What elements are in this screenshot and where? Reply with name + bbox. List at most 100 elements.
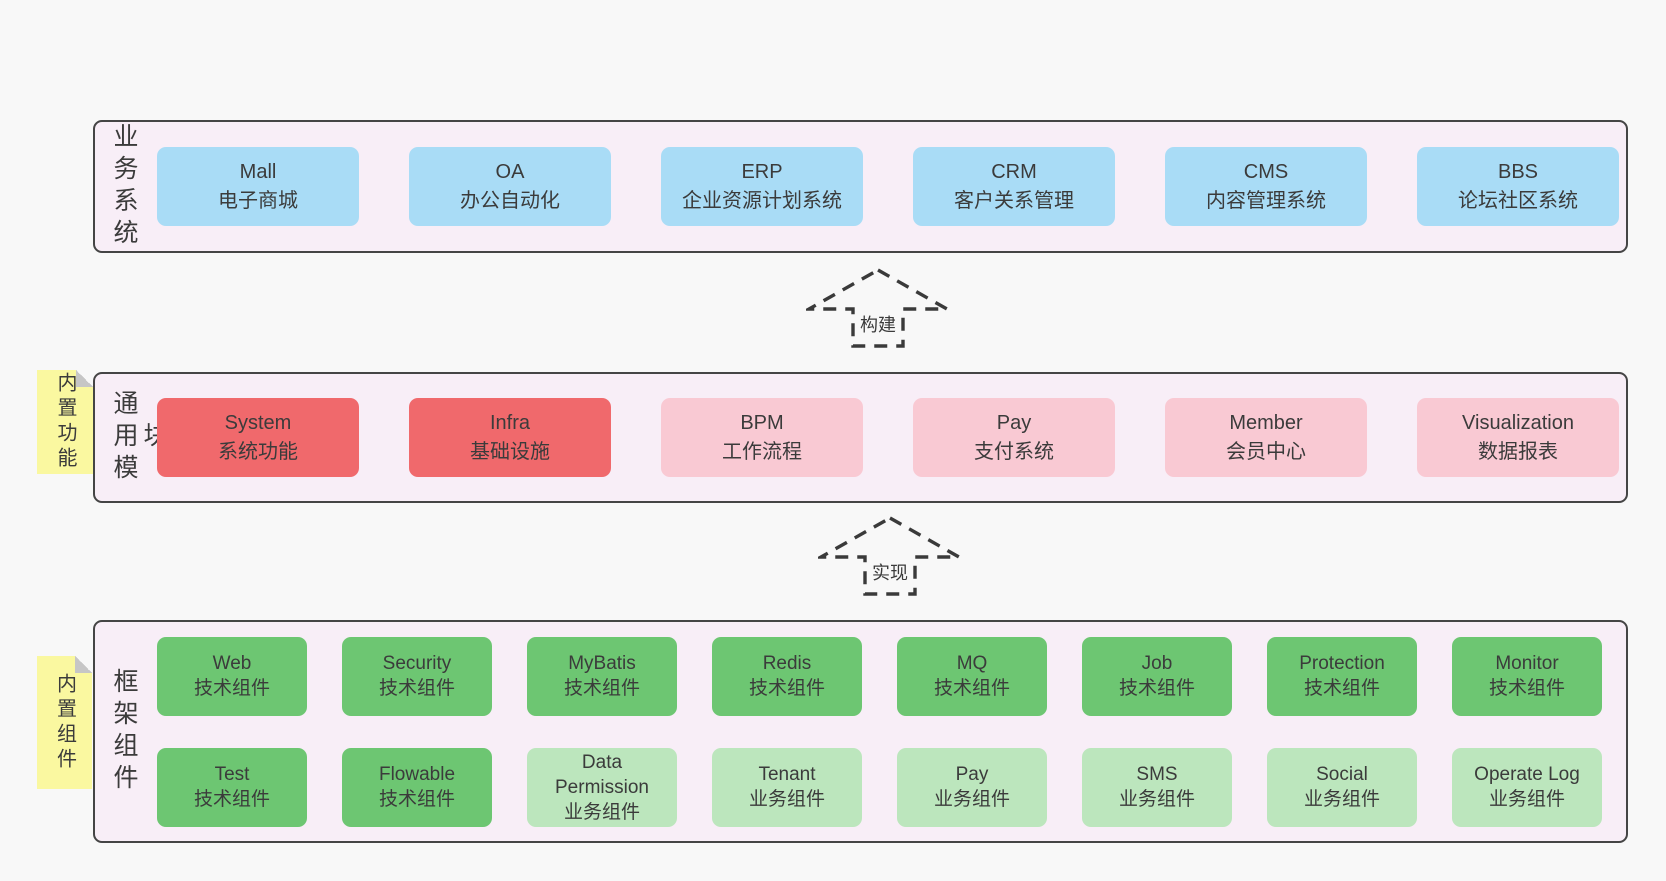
- box-en: Flowable: [378, 764, 456, 785]
- box-zh: 技术组件: [193, 678, 270, 699]
- box-zh: 技术组件: [748, 678, 825, 699]
- box-en: Visualization: [1462, 411, 1574, 434]
- box-en: Mall: [239, 160, 277, 183]
- sticky-note-builtin-features: 内置功能: [37, 370, 93, 474]
- box-test: Test 技术组件: [157, 747, 307, 827]
- box-zh: 客户关系管理: [954, 189, 1074, 212]
- framework-components-rows: Web 技术组件 Security 技术组件 MyBatis 技术组件 Redi…: [157, 636, 1602, 827]
- implement-arrow: 实现: [818, 515, 962, 597]
- box-en: System: [224, 411, 292, 434]
- box-redis: Redis 技术组件: [712, 636, 862, 716]
- box-erp: ERP 企业资源计划系统: [661, 147, 863, 226]
- common-modules-boxes: System 系统功能 Infra 基础设施 BPM 工作流程 Pay 支付系统…: [157, 398, 1619, 477]
- box-zh: 基础设施: [470, 440, 550, 463]
- box-zh: 业务组件: [748, 789, 825, 810]
- box-mall: Mall 电子商城: [157, 147, 359, 226]
- box-pay-system: Pay 支付系统: [913, 398, 1115, 477]
- box-operate-log: Operate Log 业务组件: [1452, 747, 1602, 827]
- box-job: Job 技术组件: [1082, 636, 1232, 716]
- box-zh: 系统功能: [218, 440, 298, 463]
- box-zh: 支付系统: [974, 440, 1054, 463]
- box-zh: 技术组件: [193, 789, 270, 810]
- box-zh: 办公自动化: [460, 189, 560, 212]
- box-en: CMS: [1243, 160, 1289, 183]
- box-crm: CRM 客户关系管理: [913, 147, 1115, 226]
- box-zh: 业务组件: [1488, 789, 1565, 810]
- box-security: Security 技术组件: [342, 636, 492, 716]
- band-label-framework-components: 框架组件: [110, 667, 138, 796]
- framework-row-2: Test 技术组件 Flowable 技术组件 Data Permission …: [157, 747, 1602, 827]
- box-system: System 系统功能: [157, 398, 359, 477]
- box-mq: MQ 技术组件: [897, 636, 1047, 716]
- folded-corner-icon: [75, 656, 92, 673]
- box-zh: 内容管理系统: [1206, 189, 1326, 212]
- box-zh: 电子商城: [218, 189, 298, 212]
- box-flowable: Flowable 技术组件: [342, 747, 492, 827]
- box-pay-component: Pay 业务组件: [897, 747, 1047, 827]
- box-en: Operate Log: [1474, 764, 1580, 785]
- box-zh: 业务组件: [933, 789, 1010, 810]
- box-zh: 技术组件: [1303, 678, 1380, 699]
- box-visualization: Visualization 数据报表: [1417, 398, 1619, 477]
- sticky-label: 内置功能: [54, 372, 76, 472]
- box-zh: 技术组件: [933, 678, 1010, 699]
- box-zh: 业务组件: [563, 801, 640, 823]
- box-zh: 论坛社区系统: [1458, 189, 1578, 212]
- box-en: Web: [212, 653, 252, 674]
- box-en: Test: [214, 764, 250, 785]
- box-en: BPM: [740, 411, 784, 434]
- box-zh: 技术组件: [1118, 678, 1195, 699]
- box-oa: OA 办公自动化: [409, 147, 611, 226]
- band-label-business-systems: 业务系统: [110, 122, 138, 251]
- box-protection: Protection 技术组件: [1267, 636, 1417, 716]
- box-social: Social 业务组件: [1267, 747, 1417, 827]
- build-arrow: 构建: [806, 267, 950, 349]
- box-en: Protection: [1299, 653, 1385, 674]
- box-en: Security: [382, 653, 452, 674]
- business-systems-band: 业务系统 Mall 电子商城 OA 办公自动化 ERP 企业资源计划系统 CRM…: [93, 120, 1628, 253]
- box-infra: Infra 基础设施: [409, 398, 611, 477]
- framework-row-1: Web 技术组件 Security 技术组件 MyBatis 技术组件 Redi…: [157, 636, 1602, 716]
- box-member: Member 会员中心: [1165, 398, 1367, 477]
- box-mybatis: MyBatis 技术组件: [527, 636, 677, 716]
- box-en: Pay: [955, 764, 989, 785]
- box-en: Job: [1141, 653, 1173, 674]
- box-web: Web 技术组件: [157, 636, 307, 716]
- box-en: ERP: [741, 160, 783, 183]
- box-zh: 数据报表: [1478, 440, 1558, 463]
- box-en: Data Permission: [555, 751, 649, 798]
- folded-corner-icon: [76, 370, 93, 387]
- sticky-label: 内置组件: [53, 672, 76, 773]
- band-label-common-modules: 通用模块: [110, 389, 168, 486]
- box-en: Pay: [996, 411, 1032, 434]
- box-en: MQ: [956, 653, 988, 674]
- box-zh: 会员中心: [1226, 440, 1306, 463]
- box-zh: 业务组件: [1303, 789, 1380, 810]
- box-data-permission: Data Permission 业务组件: [527, 747, 677, 827]
- framework-components-band: 框架组件 Web 技术组件 Security 技术组件 MyBatis 技术组件…: [93, 620, 1628, 843]
- implement-arrow-label: 实现: [869, 559, 911, 585]
- box-tenant: Tenant 业务组件: [712, 747, 862, 827]
- box-en: Monitor: [1495, 653, 1559, 674]
- box-en: Redis: [762, 653, 812, 674]
- build-arrow-label: 构建: [857, 311, 899, 337]
- box-zh: 技术组件: [378, 789, 455, 810]
- sticky-note-builtin-components: 内置组件: [37, 656, 92, 789]
- box-en: Infra: [489, 411, 531, 434]
- box-en: CRM: [991, 160, 1037, 183]
- box-cms: CMS 内容管理系统: [1165, 147, 1367, 226]
- box-zh: 技术组件: [1488, 678, 1565, 699]
- common-modules-band: 通用模块 System 系统功能 Infra 基础设施 BPM 工作流程 Pay…: [93, 372, 1628, 503]
- box-bpm: BPM 工作流程: [661, 398, 863, 477]
- box-en: SMS: [1136, 764, 1178, 785]
- box-zh: 工作流程: [722, 440, 802, 463]
- box-en: MyBatis: [568, 653, 636, 674]
- box-monitor: Monitor 技术组件: [1452, 636, 1602, 716]
- up-block-arrow-icon: [806, 268, 950, 348]
- box-en: Member: [1229, 411, 1303, 434]
- up-block-arrow-icon: [818, 516, 962, 596]
- box-en: Tenant: [758, 764, 816, 785]
- box-zh: 企业资源计划系统: [682, 189, 842, 212]
- box-zh: 技术组件: [378, 678, 455, 699]
- box-sms: SMS 业务组件: [1082, 747, 1232, 827]
